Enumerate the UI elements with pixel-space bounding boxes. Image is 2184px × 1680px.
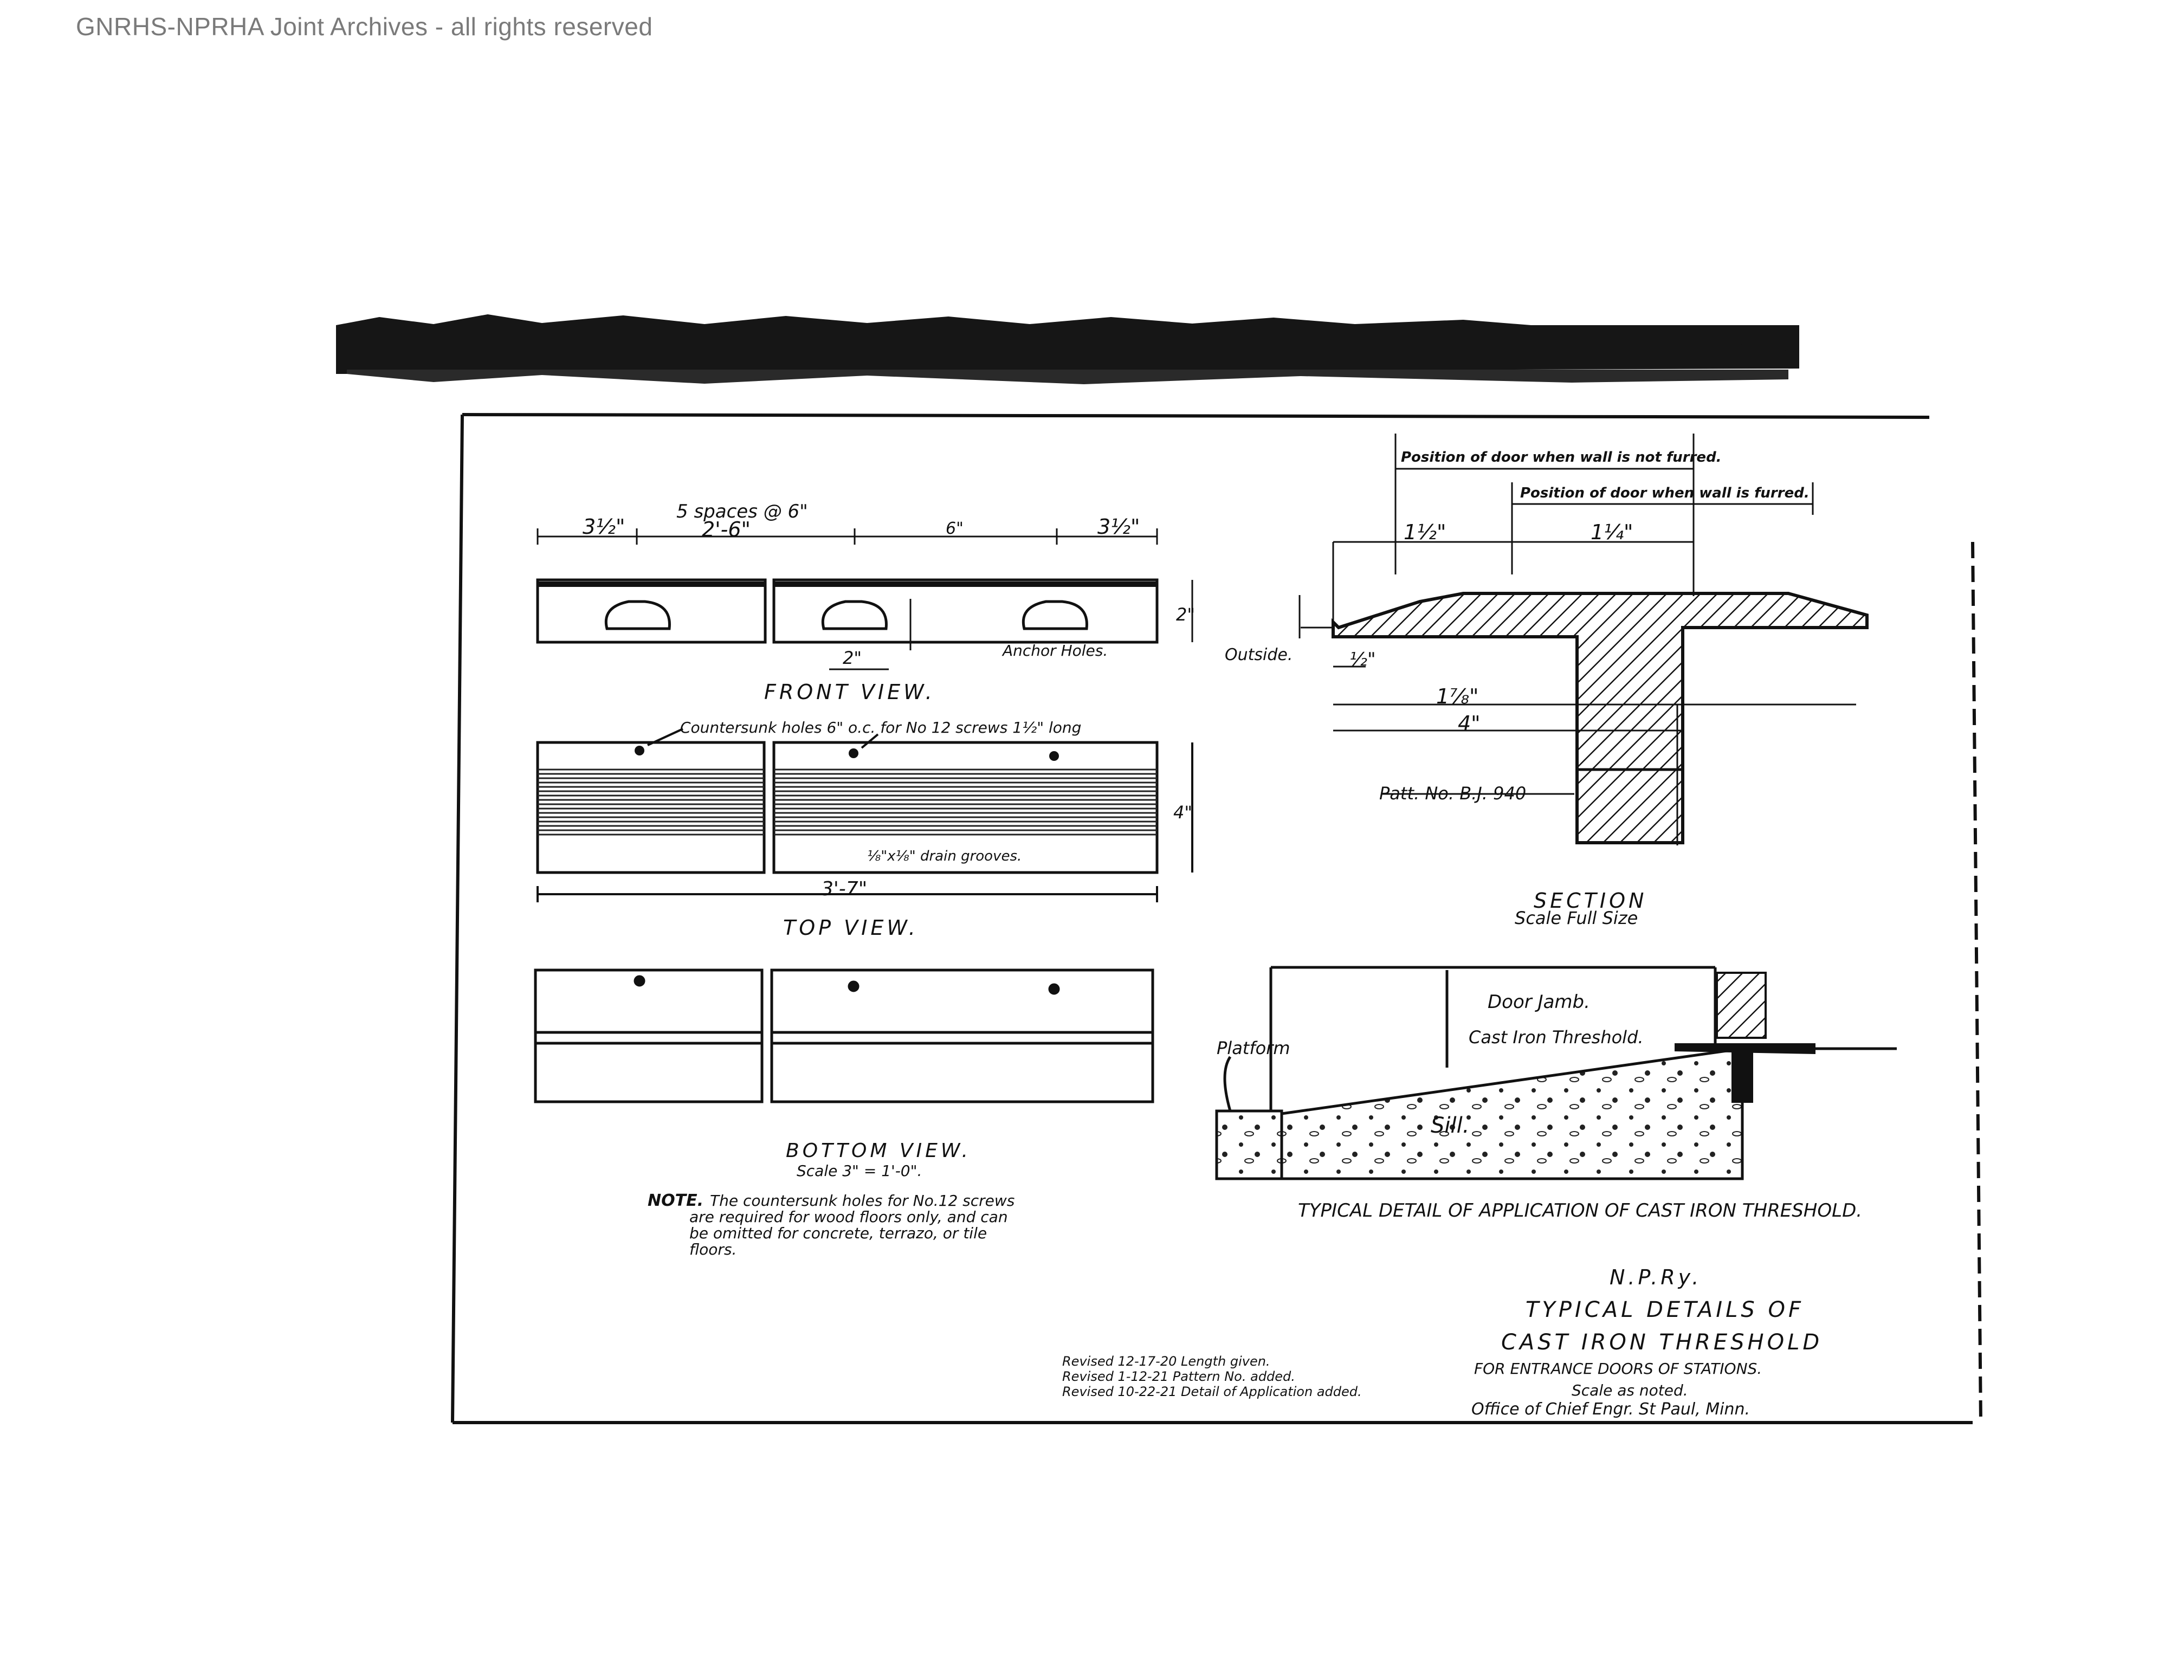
dim-sec-1-5: 1½" xyxy=(1404,520,1446,544)
note-line-3: be omitted for concrete, terrazo, or til… xyxy=(689,1224,987,1242)
title-line-2: CAST IRON THRESHOLD xyxy=(1501,1330,1823,1355)
dim-sec-4: 4" xyxy=(1458,712,1481,735)
label-anchor-holes: Anchor Holes. xyxy=(1001,642,1108,660)
typical-detail xyxy=(1215,966,1897,1180)
title-scale: Scale as noted. xyxy=(1572,1381,1688,1399)
dim-right-end: 3½" xyxy=(1097,515,1140,539)
front-view-title: FRONT VIEW. xyxy=(764,680,935,704)
typical-detail-title: TYPICAL DETAIL OF APPLICATION OF CAST IR… xyxy=(1298,1200,1862,1222)
label-pattern-number: Patt. No. B.J. 940 xyxy=(1379,783,1526,804)
top-smudge-band xyxy=(336,314,1799,384)
dim-hole-spacing: 2" xyxy=(843,648,862,668)
bottom-view xyxy=(534,968,1154,1103)
front-view xyxy=(536,528,1193,670)
sheet-border xyxy=(451,413,1982,1424)
top-view-text: Countersunk holes 6" o.c. for No 12 scre… xyxy=(680,719,1192,940)
dim-sec-half: ½" xyxy=(1349,649,1376,670)
title-office: Office of Chief Engr. St Paul, Minn. xyxy=(1471,1400,1750,1419)
label-door-furred: Position of door when wall is furred. xyxy=(1520,485,1810,501)
note-label: NOTE. xyxy=(648,1191,703,1210)
revision-1: Revised 12-17-20 Length given. xyxy=(1062,1354,1270,1369)
bottom-view-title: BOTTOM VIEW. xyxy=(786,1140,971,1162)
bottom-view-text: BOTTOM VIEW. Scale 3" = 1'-0". xyxy=(786,1140,971,1180)
label-platform: Platform xyxy=(1217,1038,1290,1058)
note-block: NOTE. The countersunk holes for No.12 sc… xyxy=(648,1191,1015,1258)
typical-detail-text: Door Jamb. Cast Iron Threshold. Platform… xyxy=(1217,991,1862,1222)
dim-width-top: 4" xyxy=(1173,802,1192,823)
top-view xyxy=(536,728,1193,902)
section-scale: Scale Full Size xyxy=(1515,908,1638,928)
title-block: N.P.Ry. TYPICAL DETAILS OF CAST IRON THR… xyxy=(1471,1265,1823,1419)
title-line-3: FOR ENTRANCE DOORS OF STATIONS. xyxy=(1474,1360,1762,1378)
front-view-text: 5 spaces @ 6" 2'-6" 3½" 3½" 6" 2" 2" Anc… xyxy=(583,501,1195,704)
title-line-1: TYPICAL DETAILS OF xyxy=(1526,1297,1804,1322)
dim-height-front: 2" xyxy=(1176,604,1195,625)
dim-overall-length: 3'-7" xyxy=(821,878,867,900)
section-view xyxy=(1298,434,1869,845)
revision-2: Revised 1-12-21 Pattern No. added. xyxy=(1062,1369,1295,1384)
label-drain-grooves: ⅛"x⅛" drain grooves. xyxy=(867,848,1022,864)
section-view-text: Position of door when wall is not furred… xyxy=(1225,449,1810,928)
bottom-view-scale: Scale 3" = 1'-0". xyxy=(797,1162,922,1180)
label-outside: Outside. xyxy=(1225,645,1293,664)
label-cast-iron-threshold: Cast Iron Threshold. xyxy=(1469,1027,1644,1048)
revision-3: Revised 10-22-21 Detail of Application a… xyxy=(1062,1384,1362,1399)
label-sill: Sill. xyxy=(1431,1113,1469,1138)
label-countersunk: Countersunk holes 6" o.c. for No 12 scre… xyxy=(680,719,1081,736)
note-line-2: are required for wood floors only, and c… xyxy=(689,1208,1008,1226)
dim-sec-1-7-8: 1⅞" xyxy=(1436,684,1479,708)
title-railway: N.P.Ry. xyxy=(1610,1265,1702,1289)
dim-spaces: 5 spaces @ 6" xyxy=(676,501,808,522)
top-view-title: TOP VIEW. xyxy=(783,916,919,940)
note-line-4: floors. xyxy=(689,1240,736,1258)
dim-span: 2'-6" xyxy=(702,518,751,541)
note-line-1: The countersunk holes for No.12 screws xyxy=(710,1192,1015,1210)
revision-notes: Revised 12-17-20 Length given. Revised 1… xyxy=(1062,1354,1362,1399)
dim-sec-1-4: 1¼" xyxy=(1591,520,1633,544)
archive-watermark: GNRHS-NPRHA Joint Archives - all rights … xyxy=(76,12,653,41)
dim-mid: 6" xyxy=(946,519,964,538)
section-title: SECTION xyxy=(1534,889,1647,913)
dim-left-end: 3½" xyxy=(583,515,625,539)
label-door-not-furred: Position of door when wall is not furred… xyxy=(1401,449,1722,466)
label-door-jamb: Door Jamb. xyxy=(1488,991,1590,1013)
